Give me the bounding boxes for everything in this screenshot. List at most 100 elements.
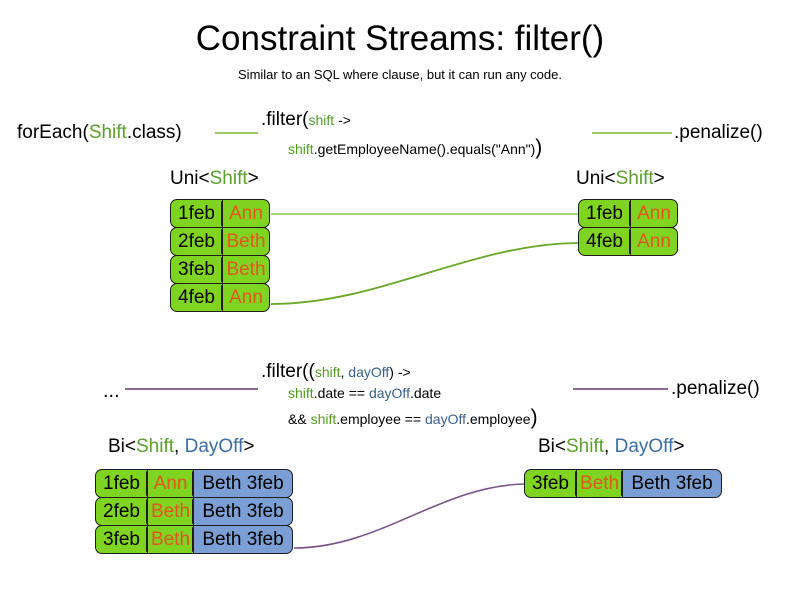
bi-input-header-type-b: DayOff bbox=[184, 436, 244, 457]
cell-date-text: 1feb bbox=[178, 203, 215, 224]
bi-input-header-suffix: > bbox=[243, 436, 255, 457]
cell-seam bbox=[192, 499, 194, 524]
cell-seam bbox=[221, 229, 223, 254]
penalize2-label: .penalize() bbox=[671, 378, 760, 399]
cell-name: Ann bbox=[222, 199, 270, 228]
cell-date: 1feb bbox=[578, 199, 631, 228]
filter1-body-expr: .getEmployeeName().equals("Ann") bbox=[313, 141, 536, 157]
cell-date-text: 1feb bbox=[586, 203, 623, 224]
table-row[interactable]: 4feb Ann bbox=[170, 283, 270, 312]
ellipsis-source: ... bbox=[103, 380, 120, 402]
uni-output-header-type: Shift bbox=[615, 168, 654, 189]
cell-date: 3feb bbox=[95, 525, 148, 554]
table-row[interactable]: 1feb Ann bbox=[170, 199, 270, 228]
filter2-l3-tail: .employee bbox=[466, 411, 531, 427]
cell-name-text: Beth bbox=[226, 231, 266, 252]
bi-input-group: 1feb Ann Beth 3feb 2feb Beth Beth 3feb bbox=[95, 469, 293, 554]
link-uni-row4 bbox=[270, 242, 579, 305]
cell-date: 2feb bbox=[170, 227, 223, 256]
cell-seam bbox=[221, 285, 223, 310]
cell-name: Beth bbox=[222, 227, 270, 256]
filter2-l2-mid: .date == bbox=[313, 385, 369, 401]
filter1-keyword: .filter( bbox=[261, 109, 309, 130]
cell-seam bbox=[192, 527, 194, 552]
foreach-prefix: forEach( bbox=[17, 122, 89, 143]
cell-date-text: 3feb bbox=[178, 259, 215, 280]
filter1-param: shift bbox=[308, 112, 335, 128]
cell-date-text: 2feb bbox=[178, 231, 215, 252]
cell-dayoff-text: Beth 3feb bbox=[202, 529, 284, 550]
uni-input-group: 1feb Ann 2feb Beth 3feb Beth bbox=[170, 199, 270, 312]
cell-name-text: Beth bbox=[150, 501, 191, 522]
cell-date-text: 3feb bbox=[103, 529, 140, 550]
bi-input-header: Bi<Shift, DayOff> bbox=[108, 436, 254, 458]
cell-dayoff-text: Beth 3feb bbox=[631, 473, 713, 494]
uni-input-header-type: Shift bbox=[209, 168, 248, 189]
uni-output-header: Uni<Shift> bbox=[576, 168, 665, 190]
filter1-line2: shift.getEmployeeName().equals("Ann")) bbox=[288, 137, 542, 159]
cell-name: Ann bbox=[630, 199, 678, 228]
filter2-line3: && shift.employee == dayOff.employee) bbox=[288, 407, 538, 429]
bi-output-header-type-b: DayOff bbox=[614, 436, 674, 457]
cell-seam bbox=[146, 471, 148, 496]
table-row[interactable]: 1feb Ann bbox=[578, 199, 678, 228]
cell-name: Beth bbox=[222, 255, 270, 284]
cell-name-text: Ann bbox=[229, 287, 263, 308]
uni-output-group: 1feb Ann 4feb Ann bbox=[578, 199, 678, 256]
filter2-l3-mid: .employee == bbox=[336, 411, 425, 427]
cell-date: 4feb bbox=[578, 227, 631, 256]
filter2-line2: shift.date == dayOff.date bbox=[288, 384, 441, 403]
penalize1-label: .penalize() bbox=[674, 122, 763, 143]
table-row[interactable]: 3feb Beth Beth 3feb bbox=[95, 525, 293, 554]
table-row[interactable]: 2feb Beth bbox=[170, 227, 270, 256]
cell-name-text: Ann bbox=[637, 203, 671, 224]
cell-seam bbox=[629, 229, 631, 254]
cell-name-text: Ann bbox=[637, 231, 671, 252]
table-row[interactable]: 3feb Beth bbox=[170, 255, 270, 284]
cell-seam bbox=[629, 201, 631, 226]
filter2-l2-param-a: shift bbox=[288, 385, 314, 401]
bi-output-header-suffix: > bbox=[673, 436, 685, 457]
cell-date: 1feb bbox=[170, 199, 223, 228]
cell-date: 3feb bbox=[170, 255, 223, 284]
foreach-suffix: .class) bbox=[126, 122, 182, 143]
cell-name-text: Beth bbox=[579, 473, 620, 494]
cell-dayoff: Beth 3feb bbox=[193, 497, 293, 526]
cell-date: 1feb bbox=[95, 469, 148, 498]
cell-name: Ann bbox=[147, 469, 194, 498]
cell-date-text: 1feb bbox=[103, 473, 140, 494]
cell-seam bbox=[146, 499, 148, 524]
cell-date: 3feb bbox=[524, 469, 577, 498]
filter2-keyword: .filter(( bbox=[261, 361, 315, 382]
filter1-arrow: -> bbox=[334, 112, 351, 128]
cell-seam bbox=[221, 257, 223, 282]
table-row[interactable]: 1feb Ann Beth 3feb bbox=[95, 469, 293, 498]
cell-date: 4feb bbox=[170, 283, 223, 312]
cell-seam bbox=[575, 471, 577, 496]
page-title: Constraint Streams: filter() bbox=[195, 19, 605, 58]
cell-dayoff: Beth 3feb bbox=[193, 525, 293, 554]
uni-input-header-suffix: > bbox=[247, 168, 259, 189]
filter1-line1: .filter(shift -> bbox=[261, 108, 351, 132]
cell-name: Beth bbox=[576, 469, 623, 498]
bi-input-header-comma: , bbox=[174, 436, 185, 457]
bi-output-header-comma: , bbox=[604, 436, 615, 457]
cell-dayoff: Beth 3feb bbox=[622, 469, 722, 498]
filter1-body-param: shift bbox=[288, 141, 314, 157]
cell-date: 2feb bbox=[95, 497, 148, 526]
cell-name: Beth bbox=[147, 525, 194, 554]
cell-name-text: Beth bbox=[226, 259, 266, 280]
cell-seam bbox=[192, 471, 194, 496]
cell-date-text: 3feb bbox=[532, 473, 569, 494]
cell-seam bbox=[621, 471, 623, 496]
table-row[interactable]: 3feb Beth Beth 3feb bbox=[524, 469, 722, 498]
table-row[interactable]: 4feb Ann bbox=[578, 227, 678, 256]
link-bi-row3 bbox=[293, 483, 525, 549]
cell-date-text: 4feb bbox=[586, 231, 623, 252]
cell-name: Beth bbox=[147, 497, 194, 526]
bi-input-header-type-a: Shift bbox=[136, 436, 175, 457]
filter2-line1: .filter((shift, dayOff) -> bbox=[261, 360, 411, 384]
table-row[interactable]: 2feb Beth Beth 3feb bbox=[95, 497, 293, 526]
filter2-param-b: dayOff bbox=[348, 364, 390, 380]
